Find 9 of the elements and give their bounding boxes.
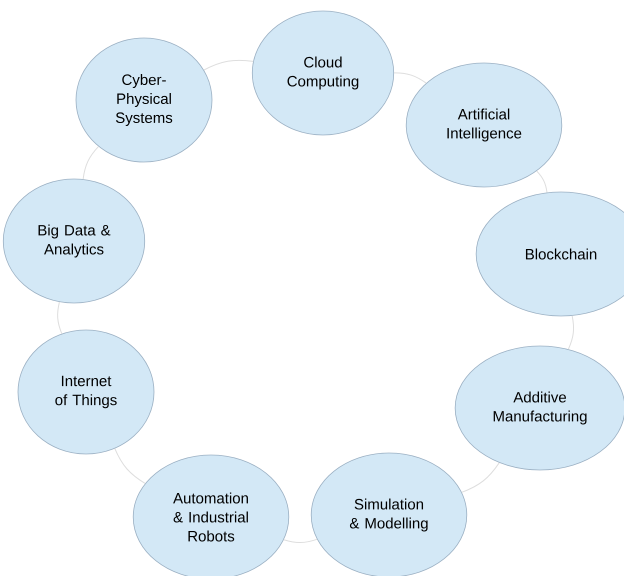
ring-connector	[394, 72, 427, 84]
ring-connector	[536, 170, 548, 193]
ring-connector	[57, 302, 62, 334]
ring-connector	[203, 60, 254, 70]
ring-connector	[82, 146, 99, 180]
ring-connector	[461, 462, 500, 493]
ring-connector	[283, 538, 318, 544]
ring-connector	[114, 448, 146, 484]
ring-connector	[568, 315, 574, 350]
